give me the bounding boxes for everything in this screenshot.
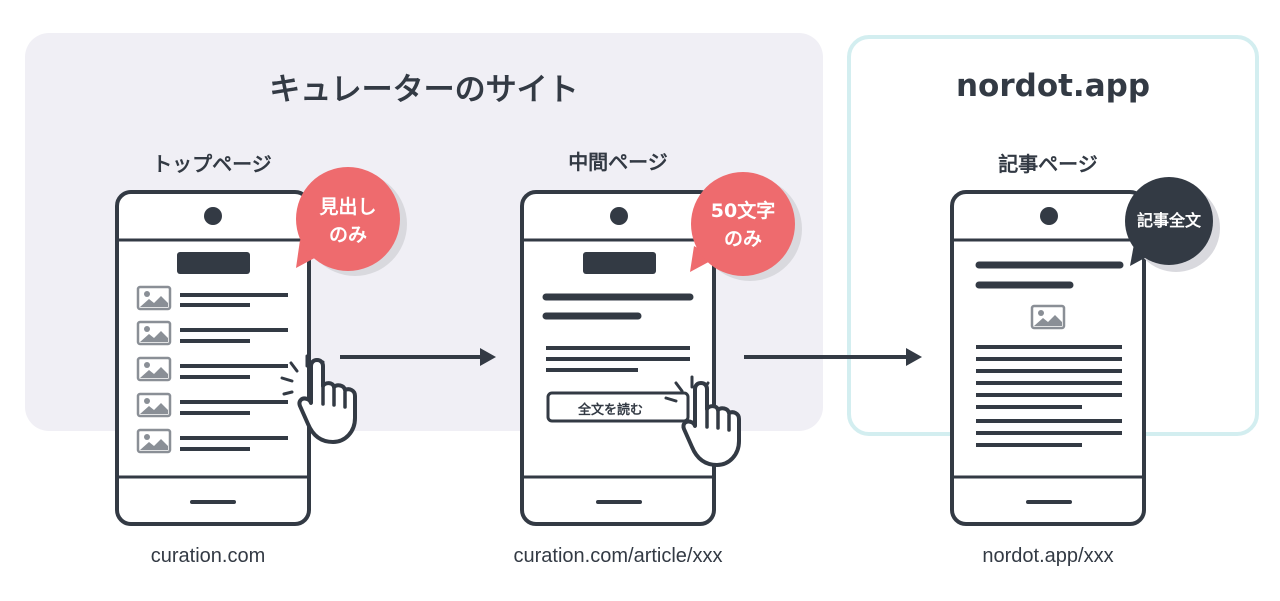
logo-placeholder [177, 252, 250, 274]
read-full-button-shape [546, 391, 690, 423]
camera-icon [610, 207, 628, 225]
camera-icon [1040, 207, 1058, 225]
curator-site-title: キュレーターのサイト [269, 72, 579, 108]
bubble-50chars-text-2: のみ [723, 228, 762, 250]
bubble-headline-text-1: 見出し [319, 196, 377, 218]
article-page-label: 記事ページ [998, 152, 1098, 176]
headline-list [136, 285, 288, 454]
article-image-icon [1030, 304, 1066, 330]
arrow-2 [744, 348, 922, 366]
bubble-50chars-text-1: 50文字 [710, 200, 776, 222]
read-full-article-button: 全文を読む [578, 403, 644, 418]
bubble-full-article-text: 記事全文 [1136, 211, 1201, 230]
article-page-url: nordot.app/xxx [982, 545, 1114, 567]
speech-bubble-headline-only [296, 167, 407, 276]
middle-page-url: curation.com/article/xxx [513, 545, 723, 567]
article-body-lines [976, 345, 1122, 447]
arrow-1 [340, 348, 496, 366]
phone-article-page [950, 190, 1146, 526]
middle-page-label: 中間ページ [568, 150, 668, 174]
nordot-title: nordot.app [955, 68, 1151, 104]
camera-icon [204, 207, 222, 225]
bubble-headline-text-2: のみ [328, 224, 367, 246]
speech-bubble-full-article [1125, 177, 1220, 272]
top-page-url: curation.com [150, 545, 266, 567]
top-page-label: トップページ [152, 152, 272, 176]
logo-placeholder [583, 252, 656, 274]
phone-top-page [115, 190, 357, 526]
phone-middle-page [520, 190, 741, 526]
speech-bubble-50-chars [690, 172, 802, 281]
